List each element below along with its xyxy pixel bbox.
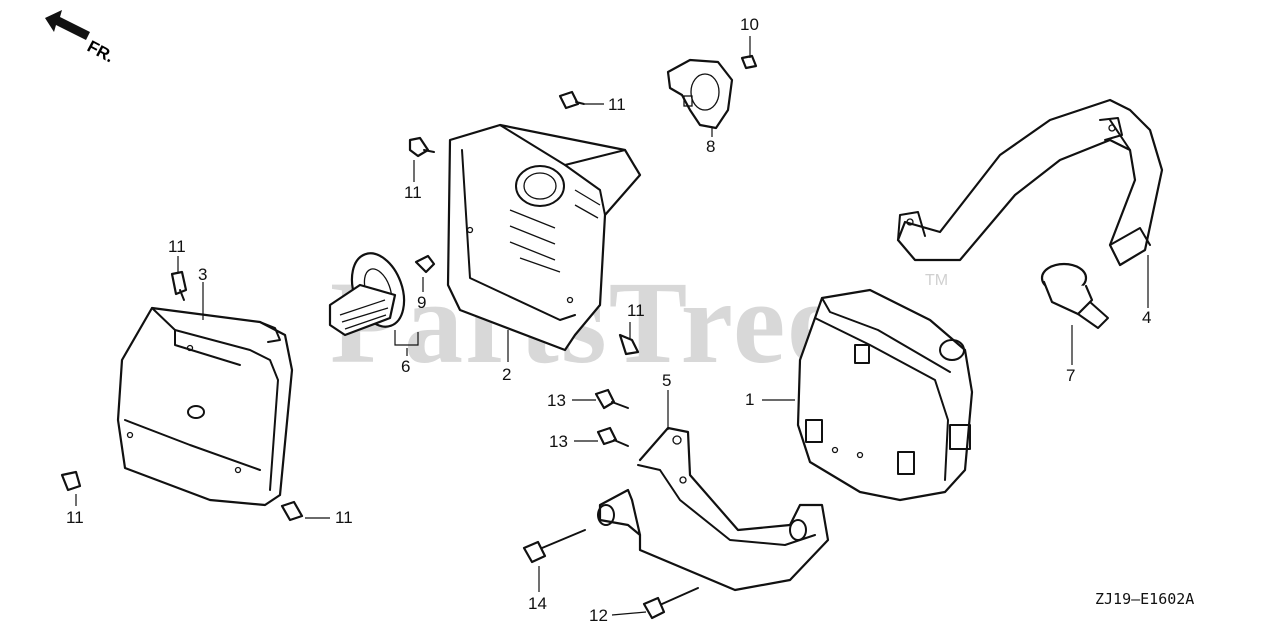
callout: 11 [335, 508, 353, 527]
pipe-clamp [1040, 262, 1109, 329]
direction-label: FR. [84, 37, 117, 67]
bolt-13-b [596, 426, 629, 447]
muffler-protector [116, 306, 294, 507]
muffler-shield [446, 123, 642, 352]
bolt-11-a [408, 136, 435, 158]
bolt-11-f [280, 500, 304, 522]
bolt-11-b [558, 90, 585, 110]
bolt-11-e [60, 470, 82, 492]
bolt-13-a [594, 388, 629, 410]
callout: 7 [1066, 366, 1075, 385]
muffler [796, 288, 974, 502]
callout: 11 [404, 183, 422, 202]
callout: 6 [401, 357, 410, 376]
bolt-11-d [618, 333, 640, 356]
callout: 14 [528, 594, 547, 613]
watermark-trademark: TM [925, 272, 948, 289]
spark-arrester [328, 252, 406, 337]
callout: 1 [745, 390, 754, 409]
callout: 13 [549, 432, 568, 451]
screw-9 [414, 254, 436, 274]
callout: 11 [66, 508, 84, 527]
callout: 9 [417, 293, 426, 312]
callout: 11 [168, 237, 186, 256]
callout: 8 [706, 137, 715, 156]
callout: 5 [662, 371, 671, 390]
bolt-12 [642, 587, 699, 620]
bolt-11-c [170, 270, 188, 301]
leader-lines [75, 36, 1149, 616]
callout: 10 [740, 15, 759, 34]
callout: 11 [608, 95, 626, 114]
callout: 13 [547, 391, 566, 410]
screw-10 [740, 54, 758, 70]
bolt-14 [522, 529, 586, 564]
front-direction-arrow [45, 10, 90, 40]
callout: 2 [502, 365, 511, 384]
callout: 3 [198, 265, 207, 284]
callout: 12 [589, 606, 608, 625]
exhaust-plate [666, 58, 734, 130]
callout: 4 [1142, 308, 1151, 327]
diagram-code: ZJ19—E1602A [1095, 590, 1194, 608]
callout: 11 [627, 301, 645, 320]
exhaust-pipe [896, 98, 1164, 267]
muffler-bracket [597, 426, 830, 592]
